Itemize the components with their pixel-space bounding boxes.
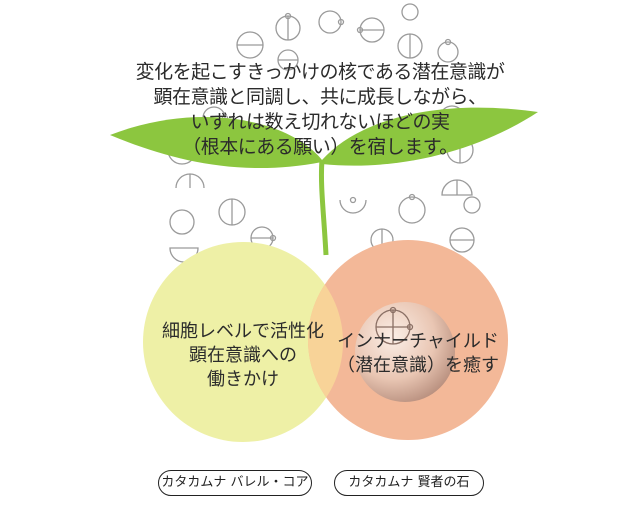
katakamuna-symbol-icon (277, 49, 299, 71)
left-circle-text: 細胞レベルで活性化 顕在意識への 働きかけ (158, 320, 328, 392)
left-circle-line: 細胞レベルで活性化 (162, 321, 324, 342)
katakamuna-symbol-icon (275, 12, 301, 41)
right-circle-text: インナーチャイルド （潜在意識）を癒す (318, 330, 518, 378)
headline-line: 変化を起こすきっかけの核である潜在意識が (135, 61, 505, 83)
katakamuna-symbol-icon (463, 196, 481, 214)
headline-line: 顕在意識と同調し、共に成長しながら、 (153, 86, 487, 108)
left-circle (143, 242, 343, 442)
headline-line: いずれは数え切れないほどの実 (190, 111, 450, 133)
label-barrel-core: カタカムナ バレル・コア (158, 470, 312, 496)
katakamuna-symbol-icon (437, 38, 459, 63)
katakamuna-symbol-icon (449, 227, 475, 253)
katakamuna-symbol-icon (175, 173, 205, 189)
headline-line: （根本にある願い）を宿します。 (182, 136, 458, 158)
left-circle-line: 働きかけ (207, 369, 279, 390)
katakamuna-symbol-icon (339, 196, 367, 214)
left-circle-line: 顕在意識への (189, 345, 297, 366)
stone-sphere-icon (355, 302, 455, 402)
katakamuna-symbol-icon (236, 31, 264, 59)
right-circle-line: （潜在意識）を癒す (337, 355, 499, 376)
katakamuna-symbol-icon (318, 10, 345, 34)
right-circle-line: インナーチャイルド (337, 331, 499, 352)
sprout-leaf-icon (110, 107, 538, 256)
katakamuna-symbol-icon (401, 3, 419, 21)
katakamuna-symbol-icon (398, 193, 426, 224)
katakamuna-symbol-icon (169, 209, 195, 235)
headline: 変化を起こすきっかけの核である潜在意識が 顕在意識と同調し、共に成長しながら、 … (100, 60, 540, 160)
katakamuna-symbol-icon (356, 17, 385, 43)
label-sages-stone: カタカムナ 賢者の石 (334, 470, 484, 496)
katakamuna-symbol-icon (397, 33, 423, 59)
katakamuna-symbol-icon (218, 198, 246, 226)
katakamuna-symbol-icon (441, 179, 473, 196)
